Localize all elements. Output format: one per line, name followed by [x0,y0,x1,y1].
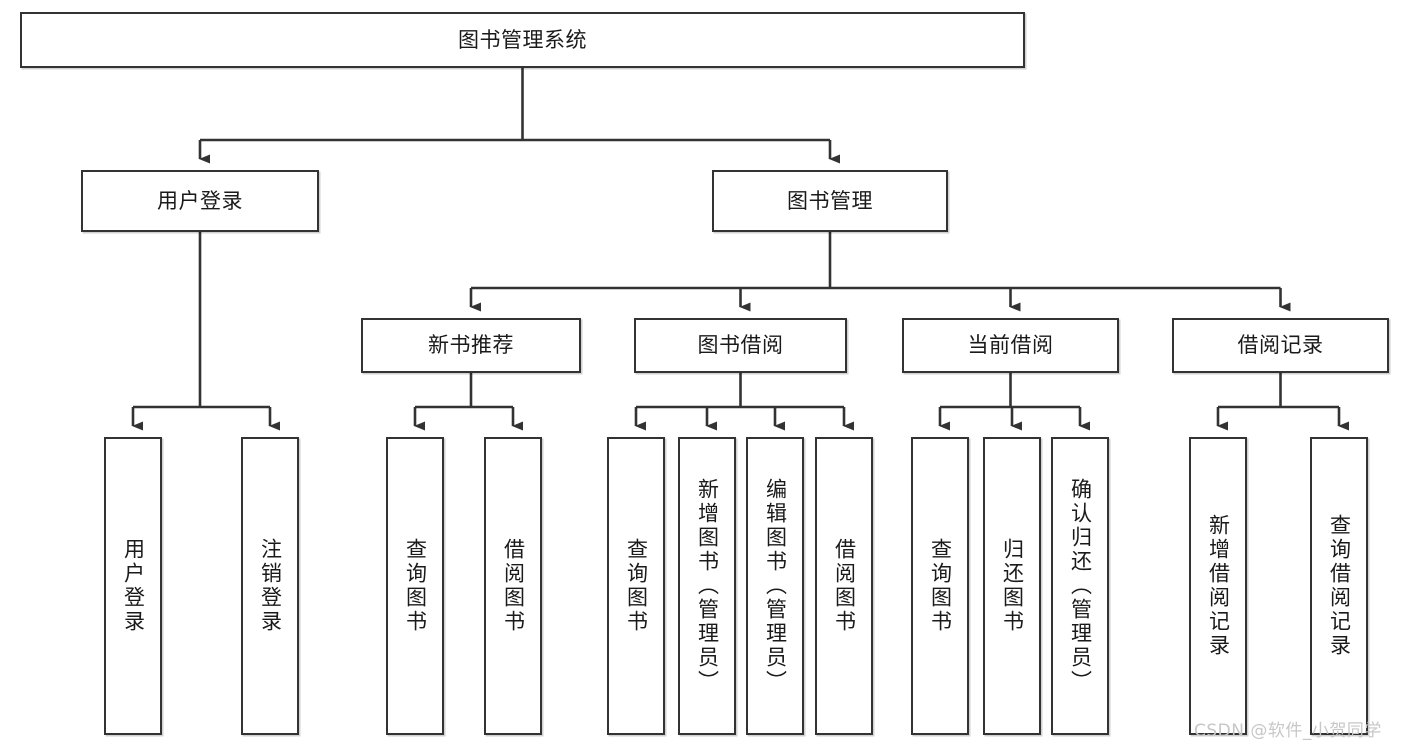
node-leaf-query-book-3[interactable]: 查询图书 [911,437,969,735]
node-user-login-label: 用户登录 [157,188,243,213]
node-leaf-query-record[interactable]: 查询借阅记录 [1310,437,1368,735]
node-leaf-query-record-label: 查询借阅记录 [1327,514,1352,658]
node-new-book-rec[interactable]: 新书推荐 [361,318,581,373]
node-leaf-add-record[interactable]: 新增借阅记录 [1189,437,1247,735]
node-book-manage[interactable]: 图书管理 [712,170,948,232]
node-leaf-user-logout[interactable]: 注销登录 [241,437,299,735]
node-leaf-user-logout-label: 注销登录 [258,538,283,634]
node-root-图书管理系统[interactable]: 图书管理系统 [20,12,1025,68]
node-leaf-confirm-return[interactable]: 确认归还（管理员） [1051,437,1109,735]
node-leaf-borrow-book-1-label: 借阅图书 [501,538,526,634]
node-leaf-borrow-book-2-label: 借阅图书 [832,538,857,634]
node-leaf-borrow-book-1[interactable]: 借阅图书 [484,437,542,735]
node-leaf-return-book-label: 归还图书 [1000,538,1025,634]
node-leaf-confirm-return-label: 确认归还（管理员） [1068,478,1093,694]
node-borrow-record-label: 借阅记录 [1237,333,1324,358]
node-leaf-user-login-label: 用户登录 [121,538,146,634]
node-root-图书管理系统-label: 图书管理系统 [458,27,587,52]
node-borrow-record[interactable]: 借阅记录 [1172,318,1389,373]
node-book-borrow-label: 图书借阅 [697,333,784,358]
node-leaf-add-record-label: 新增借阅记录 [1206,514,1231,658]
node-current-borrow-label: 当前借阅 [967,333,1054,358]
node-current-borrow[interactable]: 当前借阅 [902,318,1119,373]
node-leaf-borrow-book-2[interactable]: 借阅图书 [815,437,873,735]
node-leaf-return-book[interactable]: 归还图书 [983,437,1041,735]
node-book-borrow[interactable]: 图书借阅 [634,318,847,373]
node-user-login[interactable]: 用户登录 [81,170,319,232]
node-leaf-query-book-1[interactable]: 查询图书 [386,437,444,735]
node-leaf-query-book-2[interactable]: 查询图书 [607,437,665,735]
node-new-book-rec-label: 新书推荐 [428,333,514,358]
node-leaf-user-login[interactable]: 用户登录 [104,437,162,735]
node-leaf-add-book[interactable]: 新增图书（管理员） [678,437,736,735]
node-leaf-query-book-1-label: 查询图书 [403,538,428,634]
node-leaf-edit-book[interactable]: 编辑图书（管理员） [746,437,804,735]
node-leaf-edit-book-label: 编辑图书（管理员） [763,478,788,694]
node-leaf-add-book-label: 新增图书（管理员） [695,478,720,694]
node-book-manage-label: 图书管理 [787,188,873,213]
node-leaf-query-book-2-label: 查询图书 [624,538,649,634]
node-leaf-query-book-3-label: 查询图书 [928,538,953,634]
